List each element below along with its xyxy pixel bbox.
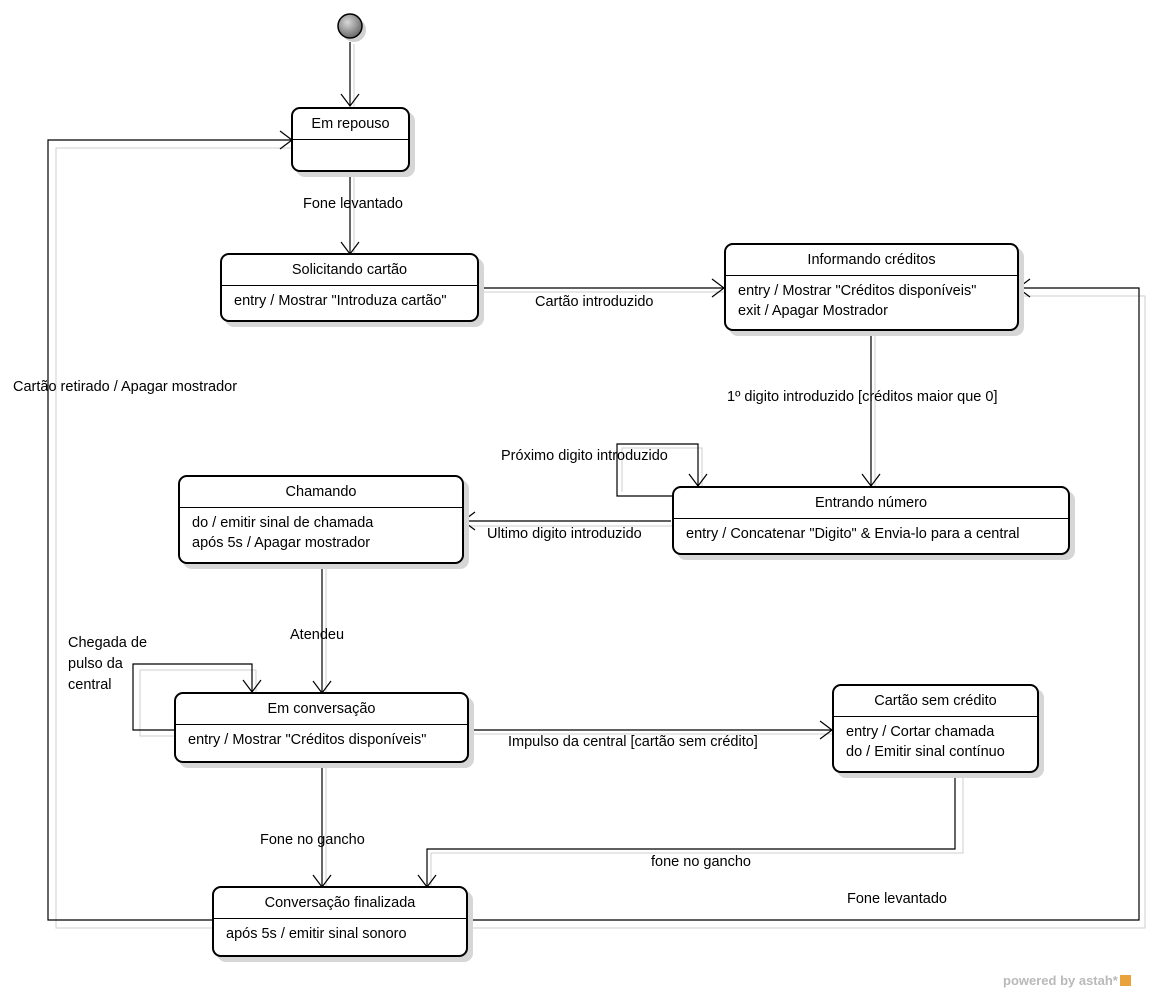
- state-action: entry / Concatenar "Digito" & Envia-lo p…: [686, 526, 1020, 542]
- edge-semcredito-to-finalizada: [426, 772, 956, 887]
- transition-lines: [47, 42, 1140, 921]
- astah-logo-icon: [1119, 975, 1131, 986]
- state-title: Solicitando cartão: [222, 255, 477, 286]
- transition-label-fone-no-gancho-2: fone no gancho: [651, 854, 751, 870]
- state-em-conversacao[interactable]: Em conversação entry / Mostrar "Créditos…: [174, 692, 469, 763]
- state-chamando[interactable]: Chamando do / emitir sinal de chamada ap…: [178, 475, 464, 564]
- footer-text: powered by astah*: [1003, 973, 1118, 988]
- state-conversacao-finalizada[interactable]: Conversação finalizada após 5s / emitir …: [212, 886, 468, 957]
- state-title: Em repouso: [293, 109, 408, 140]
- state-action: entry / Cortar chamada: [846, 724, 995, 740]
- powered-by-footer: powered by astah*: [1003, 973, 1131, 988]
- arrowhead-repouso: [340, 93, 360, 107]
- transition-label-proximo-digito: Próximo digito introduzido: [501, 448, 668, 464]
- state-cartao-sem-credito[interactable]: Cartão sem crédito entry / Cortar chamad…: [832, 684, 1039, 773]
- shadow-lines: [55, 44, 1146, 929]
- state-action: após 5s / Apagar mostrador: [192, 535, 371, 551]
- state-title: Chamando: [180, 477, 462, 508]
- state-action: exit / Apagar Mostrador: [738, 303, 888, 319]
- state-solicitando-cartao[interactable]: Solicitando cartão entry / Mostrar "Intr…: [220, 253, 479, 322]
- edge-conversacao-self: [132, 663, 253, 731]
- state-action: do / Emitir sinal contínuo: [846, 744, 1005, 760]
- state-entrando-numero[interactable]: Entrando número entry / Concatenar "Digi…: [672, 486, 1070, 555]
- edge-finalizada-to-repouso: [47, 139, 292, 921]
- transition-label-impulso-central: Impulso da central [cartão sem crédito]: [508, 734, 758, 750]
- state-title: Conversação finalizada: [214, 888, 466, 919]
- transition-label-cartao-introduzido: Cartão introduzido: [535, 294, 654, 310]
- transition-label-primeiro-digito: 1º digito introduzido [créditos maior qu…: [727, 389, 998, 405]
- state-title: Cartão sem crédito: [834, 686, 1037, 717]
- edge-finalizada-to-informando: [466, 287, 1140, 921]
- state-title: Informando créditos: [726, 245, 1017, 276]
- state-action: entry / Mostrar "Créditos disponíveis": [738, 283, 977, 299]
- transition-label-fone-levantado-2: Fone levantado: [847, 891, 947, 907]
- transition-label-chegada-pulso: Chegada de pulso da central: [68, 635, 148, 693]
- state-informando-creditos[interactable]: Informando créditos entry / Mostrar "Cré…: [724, 243, 1019, 331]
- state-title: Em conversação: [176, 694, 467, 725]
- state-action: após 5s / emitir sinal sonoro: [226, 926, 407, 942]
- state-action: do / emitir sinal de chamada: [192, 515, 374, 531]
- state-action: entry / Mostrar "Introduza cartão": [234, 293, 447, 309]
- initial-node: [337, 13, 363, 39]
- state-em-repouso[interactable]: Em repouso: [291, 107, 410, 172]
- transition-label-fone-no-gancho: Fone no gancho: [260, 832, 365, 848]
- state-title: Entrando número: [674, 488, 1068, 519]
- transition-label-ultimo-digito: Ultimo digito introduzido: [487, 526, 642, 542]
- transition-label-cartao-retirado: Cartão retirado / Apagar mostrador: [13, 379, 238, 395]
- edge-entrando-self: [616, 443, 699, 497]
- transition-label-atendeu: Atendeu: [290, 627, 345, 643]
- transition-label-fone-levantado: Fone levantado: [303, 196, 403, 212]
- state-action: entry / Mostrar "Créditos disponíveis": [188, 732, 427, 748]
